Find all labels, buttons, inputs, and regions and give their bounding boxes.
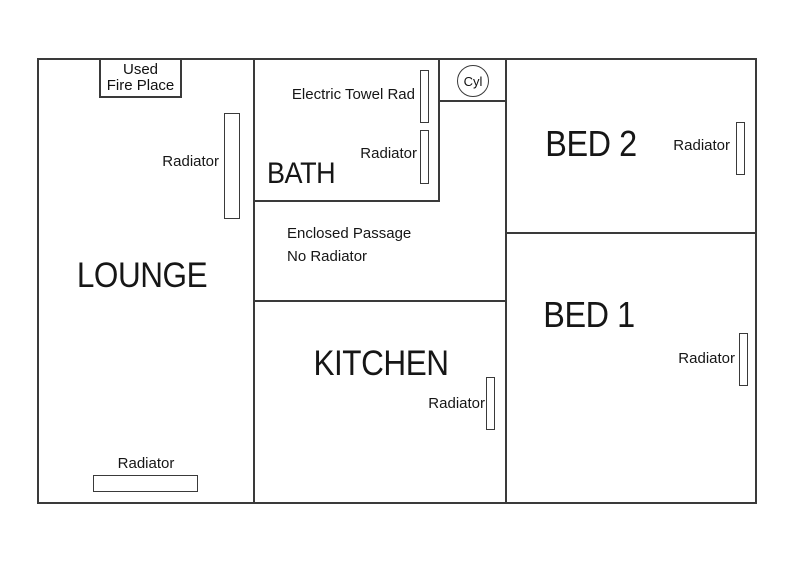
- bath-right-wall: [438, 58, 440, 202]
- lounge-wall-radiator-bar: [224, 113, 240, 219]
- cylinder-cupboard-wall: [438, 100, 507, 102]
- kitchen-top-wall: [253, 300, 507, 302]
- passage-note-line1: Enclosed Passage: [287, 225, 412, 242]
- lounge-partition-wall: [253, 58, 255, 504]
- room-label-kitchen: KITCHEN: [313, 344, 449, 383]
- lounge-bottom-radiator-bar: [93, 475, 198, 492]
- kitchen-radiator-label: Radiator: [428, 395, 485, 412]
- fireplace-label-line2: Fire Place: [106, 77, 175, 94]
- bath-bottom-wall: [253, 200, 440, 202]
- bed2-radiator-bar: [736, 122, 745, 175]
- bath-radiator-label: Radiator: [360, 145, 417, 162]
- bath-radiator-bar: [420, 130, 429, 184]
- bedroom-divider-wall: [505, 232, 757, 234]
- fireplace-label-line1: Used: [122, 61, 159, 78]
- cylinder-label: Cyl: [463, 73, 483, 89]
- lounge-wall-radiator-label: Radiator: [162, 153, 219, 170]
- bath-towel-rad-bar: [420, 70, 429, 123]
- fireplace-box: Used Fire Place: [99, 58, 182, 98]
- room-label-bed1: BED 1: [543, 294, 635, 335]
- passage-note-line2: No Radiator: [287, 248, 368, 265]
- bed1-radiator-label: Radiator: [678, 350, 735, 367]
- kitchen-radiator-bar: [486, 377, 495, 430]
- outer-wall: [37, 58, 757, 504]
- bed2-radiator-label: Radiator: [673, 137, 730, 154]
- bed1-radiator-bar: [739, 333, 748, 386]
- room-label-bath: BATH: [267, 157, 336, 190]
- bedrooms-partition-wall: [505, 58, 507, 504]
- room-label-bed2: BED 2: [545, 123, 637, 164]
- cylinder-marker: Cyl: [457, 65, 489, 97]
- room-label-lounge: LOUNGE: [76, 256, 208, 295]
- lounge-bottom-radiator-label: Radiator: [117, 455, 175, 472]
- bath-towel-rad-label: Electric Towel Rad: [291, 86, 415, 103]
